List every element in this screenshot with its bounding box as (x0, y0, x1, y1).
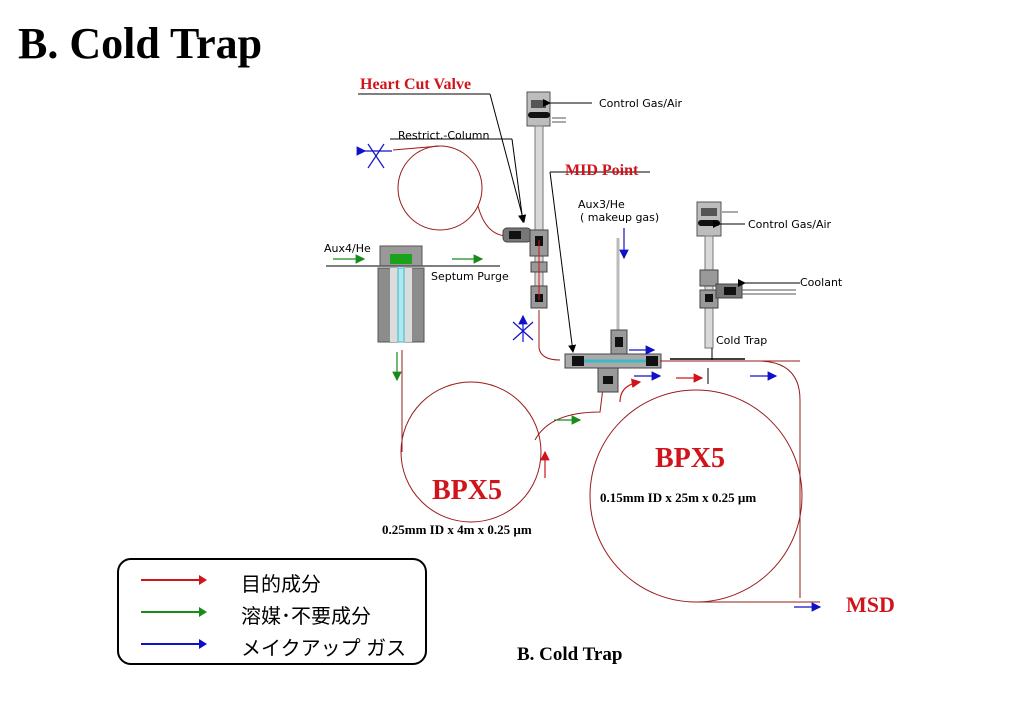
legend-arrow-green (141, 607, 207, 617)
aux3-label: Aux3/He (578, 198, 625, 211)
column-1-spec: 0.25mm ID x 4m x 0.25 µm (382, 522, 532, 537)
legend-label: 目的成分 (241, 574, 321, 596)
restrict-column-loop (390, 138, 527, 237)
legend-label: 溶媒･不要成分 (241, 606, 371, 628)
column-2-name: BPX5 (655, 443, 725, 474)
column-1-loop (400, 310, 605, 523)
blocked-outlet-icon-1 (356, 143, 392, 169)
makeup-gas-label: ( makeup gas) (580, 211, 660, 224)
mid-point-tee (549, 171, 800, 403)
page-title: B. Cold Trap (18, 19, 263, 68)
msd-label: MSD (846, 592, 895, 617)
column-1-name: BPX5 (432, 475, 502, 506)
column-2-spec: 0.15mm ID x 25m x 0.25 µm (600, 490, 757, 505)
blocked-outlet-icon-2 (512, 314, 534, 342)
column-2-loop (589, 360, 822, 612)
septum-purge-label: Septum Purge (431, 270, 509, 283)
heart-cut-valve-pointer (358, 93, 527, 223)
legend: 目的成分 溶媒･不要成分 メイクアップ ガス (117, 558, 427, 665)
restrict-column-label: Restrict.-Column (398, 129, 490, 142)
cold-trap-label: Cold Trap (716, 334, 768, 347)
coolant-label: Coolant (800, 276, 843, 289)
cold-trap-valve (670, 201, 800, 384)
mid-point-label: MID Point (565, 162, 639, 179)
heart-cut-valve (502, 91, 592, 309)
legend-arrow-red (141, 575, 207, 585)
figure-caption: B. Cold Trap (517, 644, 623, 665)
control-gas-air-label-2: Control Gas/Air (748, 218, 832, 231)
control-gas-air-label-1: Control Gas/Air (599, 97, 683, 110)
aux4-label: Aux4/He (324, 242, 371, 255)
legend-arrow-blue (141, 639, 207, 649)
legend-label: メイクアップ ガス (241, 638, 407, 660)
injector (326, 245, 500, 382)
heart-cut-valve-label: Heart Cut Valve (360, 76, 472, 93)
